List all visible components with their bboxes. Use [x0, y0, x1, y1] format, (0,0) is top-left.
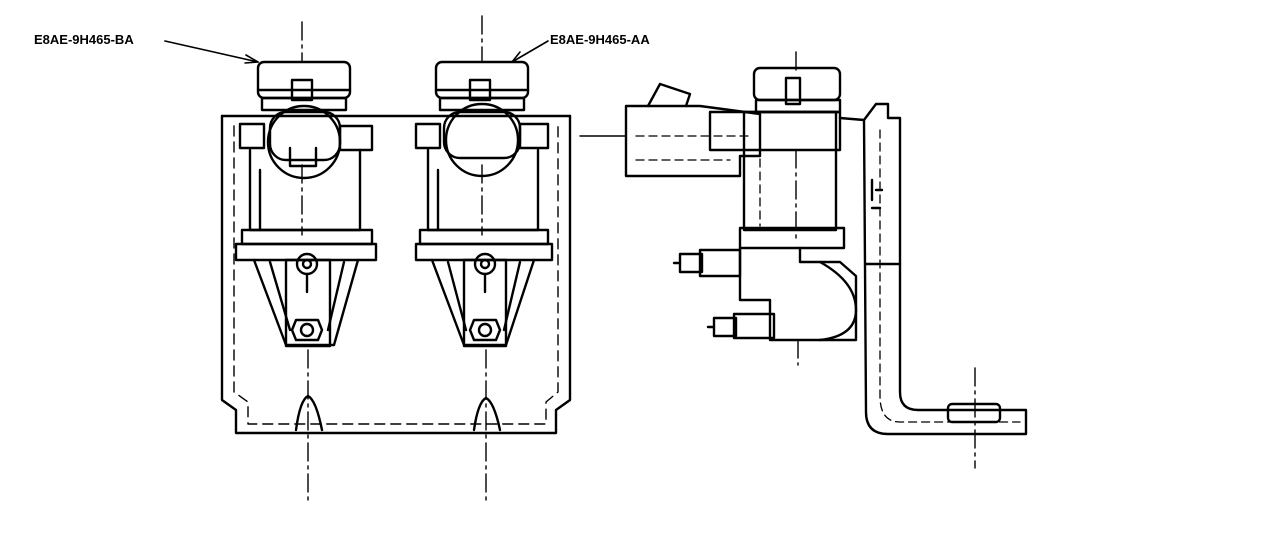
valve-left-port-upper — [295, 252, 319, 276]
leader-right-arrowhead — [511, 51, 525, 63]
valve-left — [234, 60, 378, 348]
side-port-lower-fitting — [732, 312, 776, 340]
side-bracket-to-valve — [838, 116, 866, 122]
valve-left-ear-right — [338, 124, 374, 152]
valve-right-collar — [438, 96, 526, 112]
valve-right-port-upper-inner — [479, 258, 491, 270]
valve-right-nut-hole — [477, 322, 493, 338]
valve-left-base-lower — [234, 242, 378, 262]
bracket-slot-left — [294, 394, 324, 432]
side-view-assembly — [579, 66, 858, 342]
side-valve-body — [742, 110, 838, 232]
side-bracket-nut — [946, 402, 1002, 424]
side-port-upper-fitting — [698, 248, 742, 278]
valve-left-body — [248, 148, 362, 232]
side-valve-lower-housing — [738, 246, 858, 342]
side-valve-nipple — [784, 76, 802, 106]
valve-left-collar — [260, 96, 348, 112]
bracket-slot-right — [472, 396, 502, 432]
valve-left-connector-body — [268, 110, 342, 162]
side-valve-cap — [752, 66, 842, 102]
valve-right-body — [426, 148, 540, 232]
bracket-plate-hidden-edge — [233, 125, 559, 425]
mounting-bracket-plate — [220, 114, 572, 435]
leader-lines — [164, 40, 549, 64]
side-bracket-inner-hidden — [879, 129, 1021, 423]
valve-left-nut-hole — [299, 322, 315, 338]
valve-right — [414, 60, 554, 348]
side-bracket-outer — [862, 102, 1028, 436]
valve-left-base-flange — [240, 228, 374, 246]
side-connector-latch — [646, 82, 692, 108]
side-bracket-slot — [870, 178, 884, 210]
side-valve-collar — [754, 98, 842, 114]
valve-left-port-upper-inner — [301, 258, 313, 270]
leader-left-arrowhead — [244, 54, 259, 64]
bracket-plate-outline — [220, 114, 572, 435]
center-lines — [301, 15, 976, 506]
valve-right-ear-right — [518, 122, 550, 150]
side-connector — [624, 104, 762, 178]
valve-left-ear-left — [238, 122, 266, 150]
valve-right-ear-left — [414, 122, 442, 150]
leader-right — [511, 40, 549, 63]
valve-left-nut — [290, 318, 324, 342]
valve-right-connector-ring — [444, 102, 520, 178]
leader-left — [164, 40, 259, 63]
side-valve-flange — [738, 226, 846, 250]
side-port-lower-tip — [712, 316, 738, 338]
valve-right-nut — [468, 318, 502, 342]
valve-right-connector-body — [442, 110, 522, 160]
side-valve-dome — [818, 260, 858, 342]
side-port-upper-tip — [678, 252, 704, 274]
valve-right-base-lower — [414, 242, 554, 262]
valve-right-base-flange — [418, 228, 550, 246]
side-bracket — [838, 102, 1028, 436]
part-number-label-right: E8AE-9H465-AA — [550, 32, 650, 47]
valve-left-nipple — [290, 78, 314, 102]
valve-right-nipple — [468, 78, 492, 102]
valve-right-port-upper — [473, 252, 497, 276]
valve-left-connector-latch — [288, 146, 318, 168]
part-number-label-left: E8AE-9H465-BA — [34, 32, 134, 47]
side-valve-sleeve — [708, 110, 842, 152]
